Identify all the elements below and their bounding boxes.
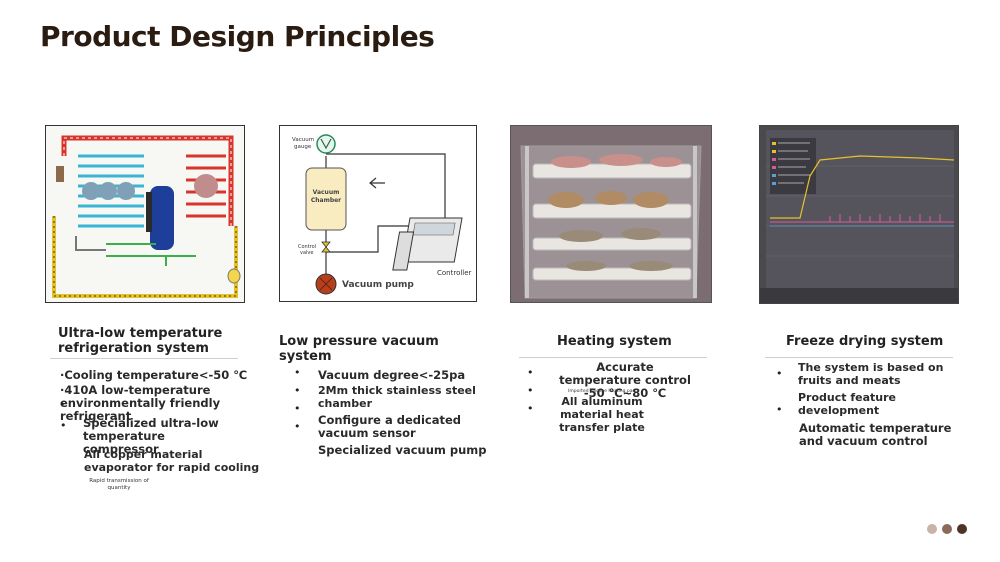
section-4-heading: Freeze drying system [786,334,944,349]
section-1-heading: Ultra-low temperature refrigeration syst… [58,326,223,356]
section-3-bullet-2: • [527,384,534,397]
heating-shelves-photo [510,125,712,303]
section-3-item-2: All aluminum material heat transfer plat… [559,395,645,434]
section-1-item-4: All copper material evaporator for rapid… [84,448,260,474]
section-4-item-3: Automatic temperature and vacuum control [799,421,952,448]
chamber-label-2: Chamber [311,197,341,204]
vacuum-system-diagram: Vacuum gauge Vacuum Chamber Control valv… [279,125,477,302]
section-1-divider [50,358,238,359]
section-2-bullet-1: • [294,366,301,379]
control-valve-label-2: valve [300,250,313,256]
section-1-item-1: ·Cooling temperature<-50 ℃ [60,368,248,382]
section-2-heading: Low pressure vacuum system [279,334,439,364]
section-4-item-1: The system is based on fruits and meats [798,361,944,387]
section-4-bullet-2: • [776,403,783,416]
section-1-item-2: ·410A low-temperature environmentally fr… [60,383,221,423]
section-3-note: Imported silicone heating pad [568,389,636,394]
section-2-bullet-3: • [294,402,301,415]
section-1-note: Rapid transmission of quantity [89,478,149,491]
section-2-item-2: 2Mm thick stainless steel chamber [318,384,476,410]
section-3-bullet-1: • [527,366,534,379]
section-4-divider [765,357,953,358]
controller-label: Controller [437,269,472,277]
section-2-bullet-4: • [294,420,301,433]
vacuum-gauge-label-2: gauge [294,144,312,150]
section-1-item-3: Specialized ultra-low temperature compre… [83,416,219,456]
section-2-item-3: Configure a dedicated vacuum sensor [318,413,462,440]
section-4-bullet-1: • [776,367,783,380]
section-4-item-2: Product feature development [798,391,897,417]
section-1-bullet-b: • [60,419,67,432]
page-title: Product Design Principles [40,20,435,53]
vacuum-pump-label: Vacuum pump [342,280,414,290]
section-3-bullet-3: • [527,402,534,415]
vacuum-gauge-label-1: Vacuum [292,137,314,143]
page-indicator-dot-3[interactable] [957,524,967,534]
page-indicator-dot-2[interactable] [942,524,952,534]
section-3-divider [519,357,707,358]
control-valve-label-1: Control [298,244,316,250]
section-2-item-1: Vacuum degree<-25pa [318,368,466,382]
section-1-bullet-a: • [59,398,66,411]
section-2-bullet-2: • [294,384,301,397]
section-3-heading: Heating system [557,334,672,349]
page-indicator-dot-1[interactable] [927,524,937,534]
freeze-drying-monitor-screen [759,125,959,304]
chamber-label-1: Vacuum [313,189,340,196]
section-2-item-4: Specialized vacuum pump [318,443,487,457]
section-3-item-1: Accurate temperature control -50 ℃~80 ℃ [559,360,691,400]
refrigeration-diagram [45,125,245,303]
